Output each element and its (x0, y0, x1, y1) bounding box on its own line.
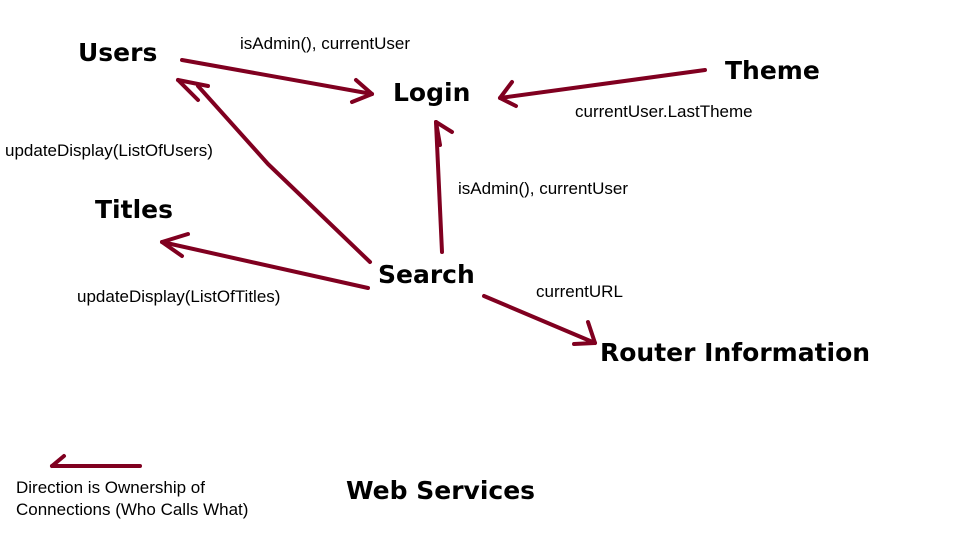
node-router-information: Router Information (600, 338, 871, 367)
label-search-to-users: updateDisplay(ListOfUsers) (5, 141, 213, 160)
arrow-users-to-login (180, 58, 374, 104)
label-search-to-login: isAdmin(), currentUser (458, 179, 629, 198)
arrow-search-to-login (434, 120, 454, 254)
legend-text: Direction is Ownership of Connections (W… (16, 477, 248, 521)
legend-line-2: Connections (Who Calls What) (16, 500, 249, 519)
node-titles: Titles (95, 195, 173, 224)
label-theme-to-login: currentUser.LastTheme (575, 102, 753, 121)
legend-arrow (50, 454, 142, 468)
arrow-search-to-titles (160, 232, 370, 290)
node-users: Users (78, 38, 158, 67)
label-users-to-login: isAdmin(), currentUser (240, 34, 411, 53)
node-web-services: Web Services (346, 476, 536, 505)
label-search-to-router: currentURL (536, 282, 623, 301)
node-login: Login (393, 78, 471, 107)
arrow-theme-to-login (498, 68, 707, 108)
legend-line-1: Direction is Ownership of (16, 478, 205, 497)
label-search-to-titles: updateDisplay(ListOfTitles) (77, 287, 281, 306)
node-theme: Theme (725, 56, 820, 85)
node-search: Search (378, 260, 475, 289)
arrow-search-to-users (176, 78, 372, 264)
arrow-search-to-router (482, 294, 597, 346)
